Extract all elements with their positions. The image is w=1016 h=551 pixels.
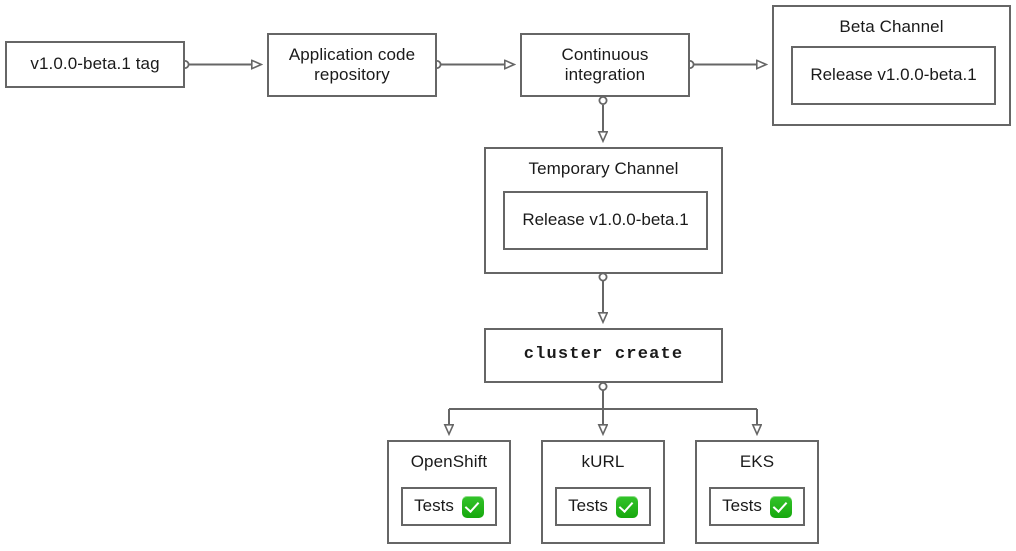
node-tag[interactable]: v1.0.0-beta.1 tag	[5, 41, 185, 88]
node-continuous-integration-label: Continuous integration	[561, 44, 649, 84]
node-tag-label: v1.0.0-beta.1 tag	[30, 54, 160, 74]
node-temporary-channel-release-label: Release v1.0.0-beta.1	[522, 210, 689, 230]
green-check-icon	[461, 495, 484, 518]
node-kurl-title: kURL	[581, 452, 625, 471]
node-temporary-channel-title: Temporary Channel	[528, 159, 679, 178]
node-kurl[interactable]: kURL Tests	[541, 440, 665, 544]
node-eks-title: EKS	[739, 452, 775, 471]
node-openshift[interactable]: OpenShift Tests	[387, 440, 511, 544]
node-eks-tests[interactable]: Tests	[709, 487, 805, 526]
node-temporary-channel-release[interactable]: Release v1.0.0-beta.1	[503, 191, 708, 250]
node-openshift-title: OpenShift	[410, 452, 488, 471]
node-beta-channel-release-label: Release v1.0.0-beta.1	[810, 65, 977, 85]
node-kurl-tests[interactable]: Tests	[555, 487, 651, 526]
node-temporary-channel[interactable]: Temporary Channel Release v1.0.0-beta.1	[484, 147, 723, 274]
node-beta-channel-title: Beta Channel	[839, 17, 944, 36]
node-beta-channel[interactable]: Beta Channel Release v1.0.0-beta.1	[772, 5, 1011, 126]
node-eks[interactable]: EKS Tests	[695, 440, 819, 544]
edge-source-dot	[598, 272, 608, 282]
node-openshift-tests-label: Tests	[414, 496, 454, 516]
node-beta-channel-release[interactable]: Release v1.0.0-beta.1	[791, 46, 996, 105]
node-continuous-integration[interactable]: Continuous integration	[520, 33, 690, 97]
green-check-icon	[769, 495, 792, 518]
node-cluster-create[interactable]: cluster create	[484, 328, 723, 383]
node-kurl-tests-label: Tests	[568, 496, 608, 516]
edge-source-dot	[598, 381, 608, 391]
edge-source-dot	[598, 96, 608, 106]
node-cluster-create-label: cluster create	[523, 345, 684, 365]
node-openshift-tests[interactable]: Tests	[401, 487, 497, 526]
node-application-code-repository-label: Application code repository	[288, 44, 416, 84]
node-application-code-repository[interactable]: Application code repository	[267, 33, 437, 97]
node-eks-tests-label: Tests	[722, 496, 762, 516]
green-check-icon	[615, 495, 638, 518]
